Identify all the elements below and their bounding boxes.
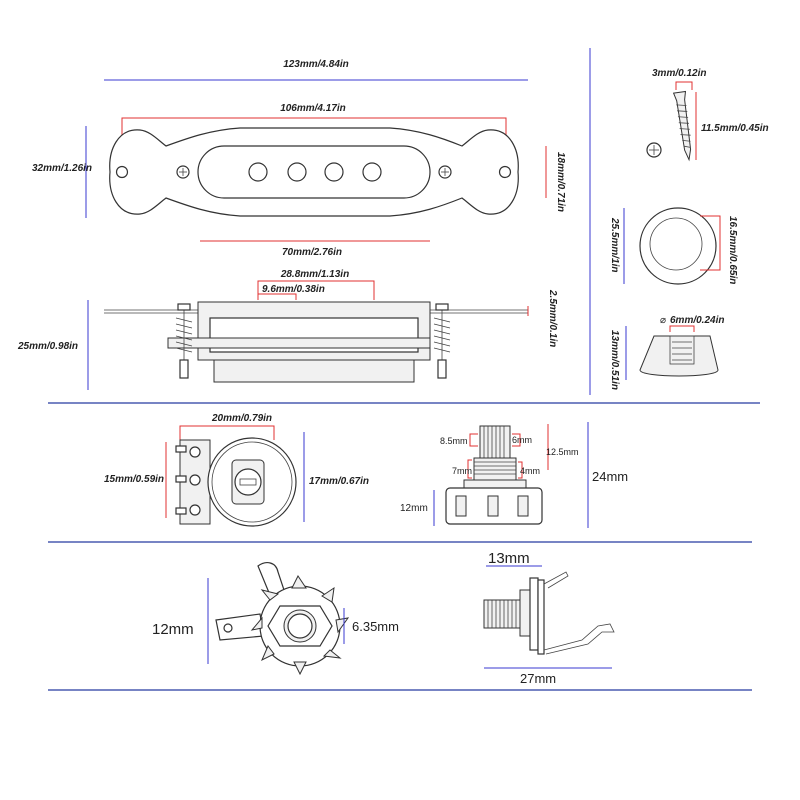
knob-height-label: 13mm/0.51in <box>609 330 620 390</box>
pole-piece-3 <box>324 162 344 182</box>
jack-thread-length-label: 13mm <box>488 550 530 567</box>
pickup-cover-height-label: 18mm/0.71in <box>555 152 566 212</box>
pickup-pole-span-label: 28.8mm/1.13in <box>280 269 349 280</box>
pole-piece-2 <box>287 162 307 182</box>
pot-thread <box>473 457 517 481</box>
knob-outer <box>639 207 717 285</box>
screw-length-label: 11.5mm/0.45in <box>701 123 769 134</box>
pot-thread-length-label: 4mm <box>520 466 540 476</box>
screw-head-left-icon <box>176 165 190 179</box>
jack-front-view: 12mm 6.35mm <box>152 562 399 676</box>
screw-head-right-icon <box>438 165 452 179</box>
mount-hole-left <box>115 165 129 179</box>
pot-shaft <box>479 425 511 459</box>
pot-total-height-label: 24mm <box>592 469 628 484</box>
jack-spring-contact <box>543 571 615 655</box>
knob-side-view: 13mm/0.51in ⌀ 6mm/0.24in <box>609 315 724 390</box>
pickup-total-length-label: 123mm/4.84in <box>283 59 349 70</box>
pot-width-label: 20mm/0.79in <box>211 413 272 424</box>
jack-total-length-label: 27mm <box>520 671 556 686</box>
jack-side-view: 13mm 27mm <box>483 550 615 686</box>
spring-left-icon <box>175 303 193 379</box>
pot-lug-span-label: 15mm/0.59in <box>104 474 164 485</box>
pot-shaft-diameter-label: 8.5mm <box>440 436 468 446</box>
jack-thread <box>483 599 521 629</box>
pickup-mount-span-label: 106mm/4.17in <box>280 103 346 114</box>
knob-inner <box>649 217 703 271</box>
knob-inner-diameter-label: 16.5mm/0.65in <box>727 216 738 284</box>
pickup-pole-pitch-label: 9.6mm/0.38in <box>262 284 325 295</box>
pot-top-view: 20mm/0.79in 15mm/0.59in 17mm/0.67in <box>104 413 369 527</box>
pickup-cover-length-label: 70mm/2.76in <box>282 247 342 258</box>
pot-body-diameter-label: 17mm/0.67in <box>309 476 369 487</box>
pickup-top-view: 123mm/4.84in 106mm/4.17in 32mm/1.26in <box>32 59 566 258</box>
knob-shaft-hole-label: 6mm/0.24in <box>670 315 724 326</box>
pot-body-height-label: 12mm <box>400 503 428 514</box>
screw-top-icon <box>646 142 662 158</box>
knob-outer-diameter-label: 25.5mm/1in <box>609 217 620 272</box>
section-separators <box>48 48 760 691</box>
knob-side-body <box>639 335 719 377</box>
pole-piece-4 <box>362 162 382 182</box>
pot-shaft-length-label: 12.5mm <box>546 447 579 457</box>
pole-piece-1 <box>248 162 268 182</box>
pot-shaft-spline-label: 6mm <box>512 435 532 445</box>
mount-hole-right <box>498 165 512 179</box>
screw-drawing: 3mm/0.12in 11.5mm/0.45in <box>646 68 769 162</box>
pickup-side-height-label: 25mm/0.98in <box>17 341 78 352</box>
screw-head-width-label: 3mm/0.12in <box>652 68 706 79</box>
knob-diameter-symbol: ⌀ <box>660 315 666 326</box>
pickup-side-view: 28.8mm/1.13in 9.6mm/0.38in <box>17 269 558 390</box>
pickup-height-label: 32mm/1.26in <box>32 163 92 174</box>
pickup-plate-thickness-label: 2.5mm/0.1in <box>547 289 558 347</box>
pickup-cover <box>197 145 431 199</box>
screw-icon <box>672 90 692 162</box>
spring-right-icon <box>433 303 451 379</box>
knob-top-view: 25.5mm/1in 16.5mm/0.65in <box>609 207 738 285</box>
pot-side-view: 8.5mm 6mm 12.5mm 7mm 4mm 24mm 12mm <box>400 422 628 528</box>
jack-front-height-label: 12mm <box>152 621 194 638</box>
jack-hole-diameter-label: 6.35mm <box>352 619 399 634</box>
pot-thread-diameter-label: 7mm <box>452 466 472 476</box>
